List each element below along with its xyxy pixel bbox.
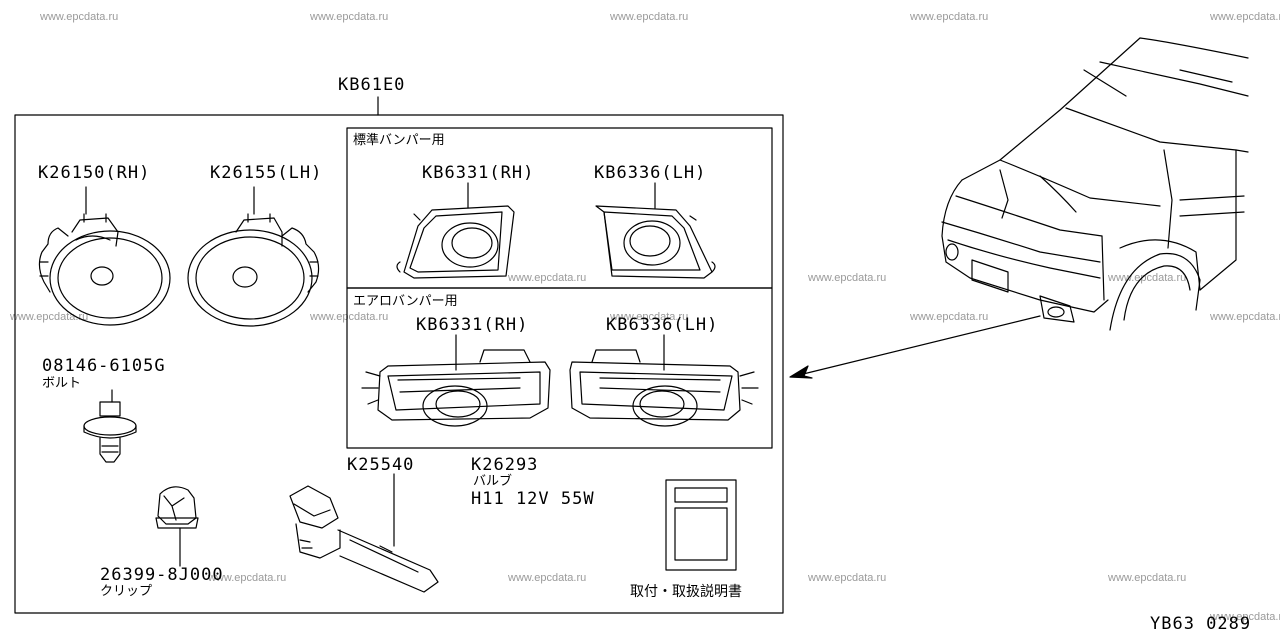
watermark: www.epcdata.ru xyxy=(1108,572,1187,584)
bolt-part xyxy=(84,402,136,462)
standard-rh-code: KB6331(RH) xyxy=(422,163,535,183)
watermark: www.epcdata.ru xyxy=(508,572,587,584)
manual-part xyxy=(666,480,736,570)
bulb-code: K26293 xyxy=(471,455,539,475)
kit-frame xyxy=(15,115,783,613)
car-illustration xyxy=(942,38,1248,330)
watermark: www.epcdata.ru xyxy=(40,11,119,23)
fog-lamp-rh xyxy=(39,214,170,325)
bezel-standard-lh xyxy=(596,206,715,278)
watermark: www.epcdata.ru xyxy=(10,311,89,323)
watermark: www.epcdata.ru xyxy=(1210,311,1280,323)
bolt-code: 08146-6105G xyxy=(42,356,166,376)
watermark: www.epcdata.ru xyxy=(910,11,989,23)
fog-lamp-lh-code: K26155(LH) xyxy=(210,163,323,183)
watermark: www.epcdata.ru xyxy=(910,311,989,323)
bezel-aero-lh xyxy=(570,350,758,426)
assembly-code: KB61E0 xyxy=(338,75,406,95)
fog-lamp-lh xyxy=(188,214,319,326)
standard-bumper-title: 標準バンパー用 xyxy=(353,133,445,148)
clip-code: 26399-8J000 xyxy=(100,565,224,585)
aero-bumper-title: エアロバンパー用 xyxy=(353,294,458,309)
watermark: www.epcdata.ru xyxy=(1210,11,1280,23)
aero-lh-code: KB6336(LH) xyxy=(606,315,719,335)
manual-name: 取付・取扱説明書 xyxy=(630,584,742,600)
bezel-standard-rh xyxy=(397,206,514,278)
watermark: www.epcdata.ru xyxy=(310,311,389,323)
bolt-name: ボルト xyxy=(42,376,82,391)
aero-rh-code: KB6331(RH) xyxy=(416,315,529,335)
watermark: www.epcdata.ru xyxy=(208,572,287,584)
diagram-code: YB63 0289 xyxy=(1150,614,1252,634)
standard-lh-code: KB6336(LH) xyxy=(594,163,707,183)
aero-bumper-frame xyxy=(347,288,772,448)
clip-name: クリップ xyxy=(100,584,153,599)
harness-part xyxy=(290,486,438,592)
watermark: www.epcdata.ru xyxy=(508,272,587,284)
location-arrow xyxy=(790,316,1040,378)
watermark: www.epcdata.ru xyxy=(610,311,689,323)
harness-code: K25540 xyxy=(347,455,415,475)
watermark: www.epcdata.ru xyxy=(1210,611,1280,623)
watermark: www.epcdata.ru xyxy=(808,272,887,284)
watermark: www.epcdata.ru xyxy=(310,11,389,23)
bulb-spec: H11 12V 55W xyxy=(471,489,595,509)
bulb-name: バルブ xyxy=(473,474,513,489)
bezel-aero-rh xyxy=(362,350,550,426)
watermark: www.epcdata.ru xyxy=(610,11,689,23)
fog-lamp-rh-code: K26150(RH) xyxy=(38,163,151,183)
clip-part xyxy=(156,487,198,528)
watermark: www.epcdata.ru xyxy=(808,572,887,584)
